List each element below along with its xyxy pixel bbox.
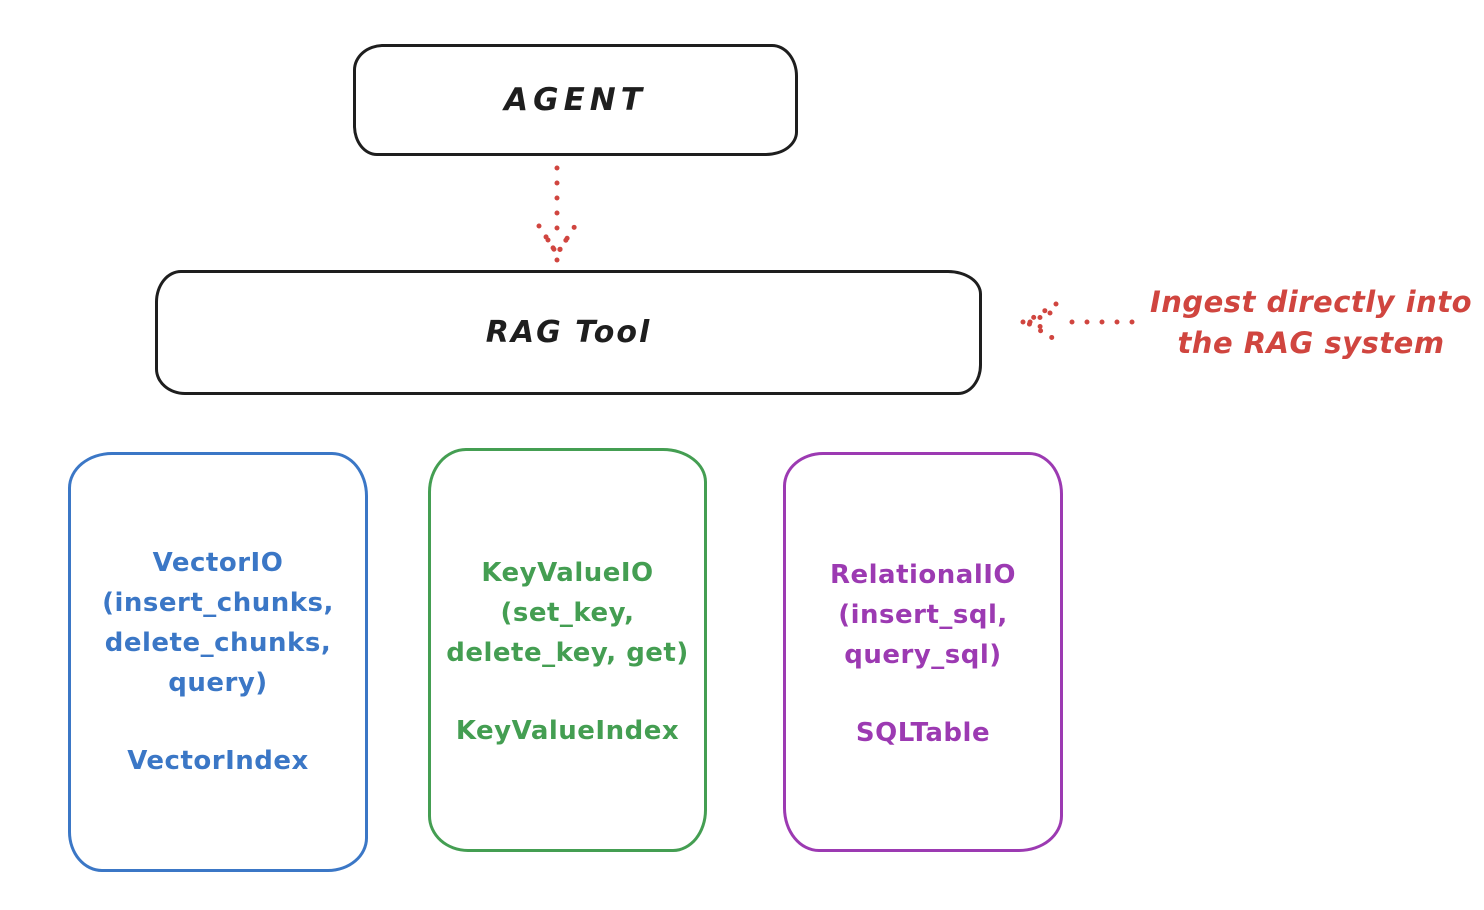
card-line: query): [168, 668, 268, 698]
agent-label: AGENT: [504, 82, 647, 118]
card-line: (insert_chunks,: [102, 588, 334, 618]
agent-box: AGENT: [353, 44, 798, 156]
card-line: query_sql): [844, 640, 1002, 670]
ingest-annotation-line1: Ingest directly into: [1149, 285, 1473, 319]
card-line: KeyValueIO: [481, 558, 654, 588]
rag-tool-box: RAG Tool: [155, 270, 982, 395]
vector-index-label: VectorIndex: [127, 746, 309, 776]
sql-table-label: SQLTable: [855, 718, 991, 748]
vector-io-card: VectorIO (insert_chunks, delete_chunks, …: [68, 452, 368, 872]
keyvalue-io-card: KeyValueIO (set_key, delete_key, get) Ke…: [428, 448, 707, 852]
card-line: RelationalIO: [829, 560, 1017, 590]
card-line: VectorIO: [152, 548, 284, 578]
card-line: delete_key, get): [446, 638, 689, 668]
ingest-arrow: [1020, 301, 1135, 343]
card-line: (set_key,: [500, 598, 635, 628]
card-line: delete_chunks,: [104, 628, 332, 658]
rag-tool-label: RAG Tool: [485, 315, 652, 350]
ingest-annotation: Ingest directly into the RAG system: [1138, 282, 1484, 364]
ingest-annotation-line2: the RAG system: [1177, 326, 1445, 360]
relational-io-card: RelationalIO (insert_sql, query_sql) SQL…: [783, 452, 1063, 852]
keyvalue-index-label: KeyValueIndex: [455, 716, 680, 746]
card-line: (insert_sql,: [838, 600, 1008, 630]
agent-to-ragtool-arrow: [536, 165, 578, 263]
